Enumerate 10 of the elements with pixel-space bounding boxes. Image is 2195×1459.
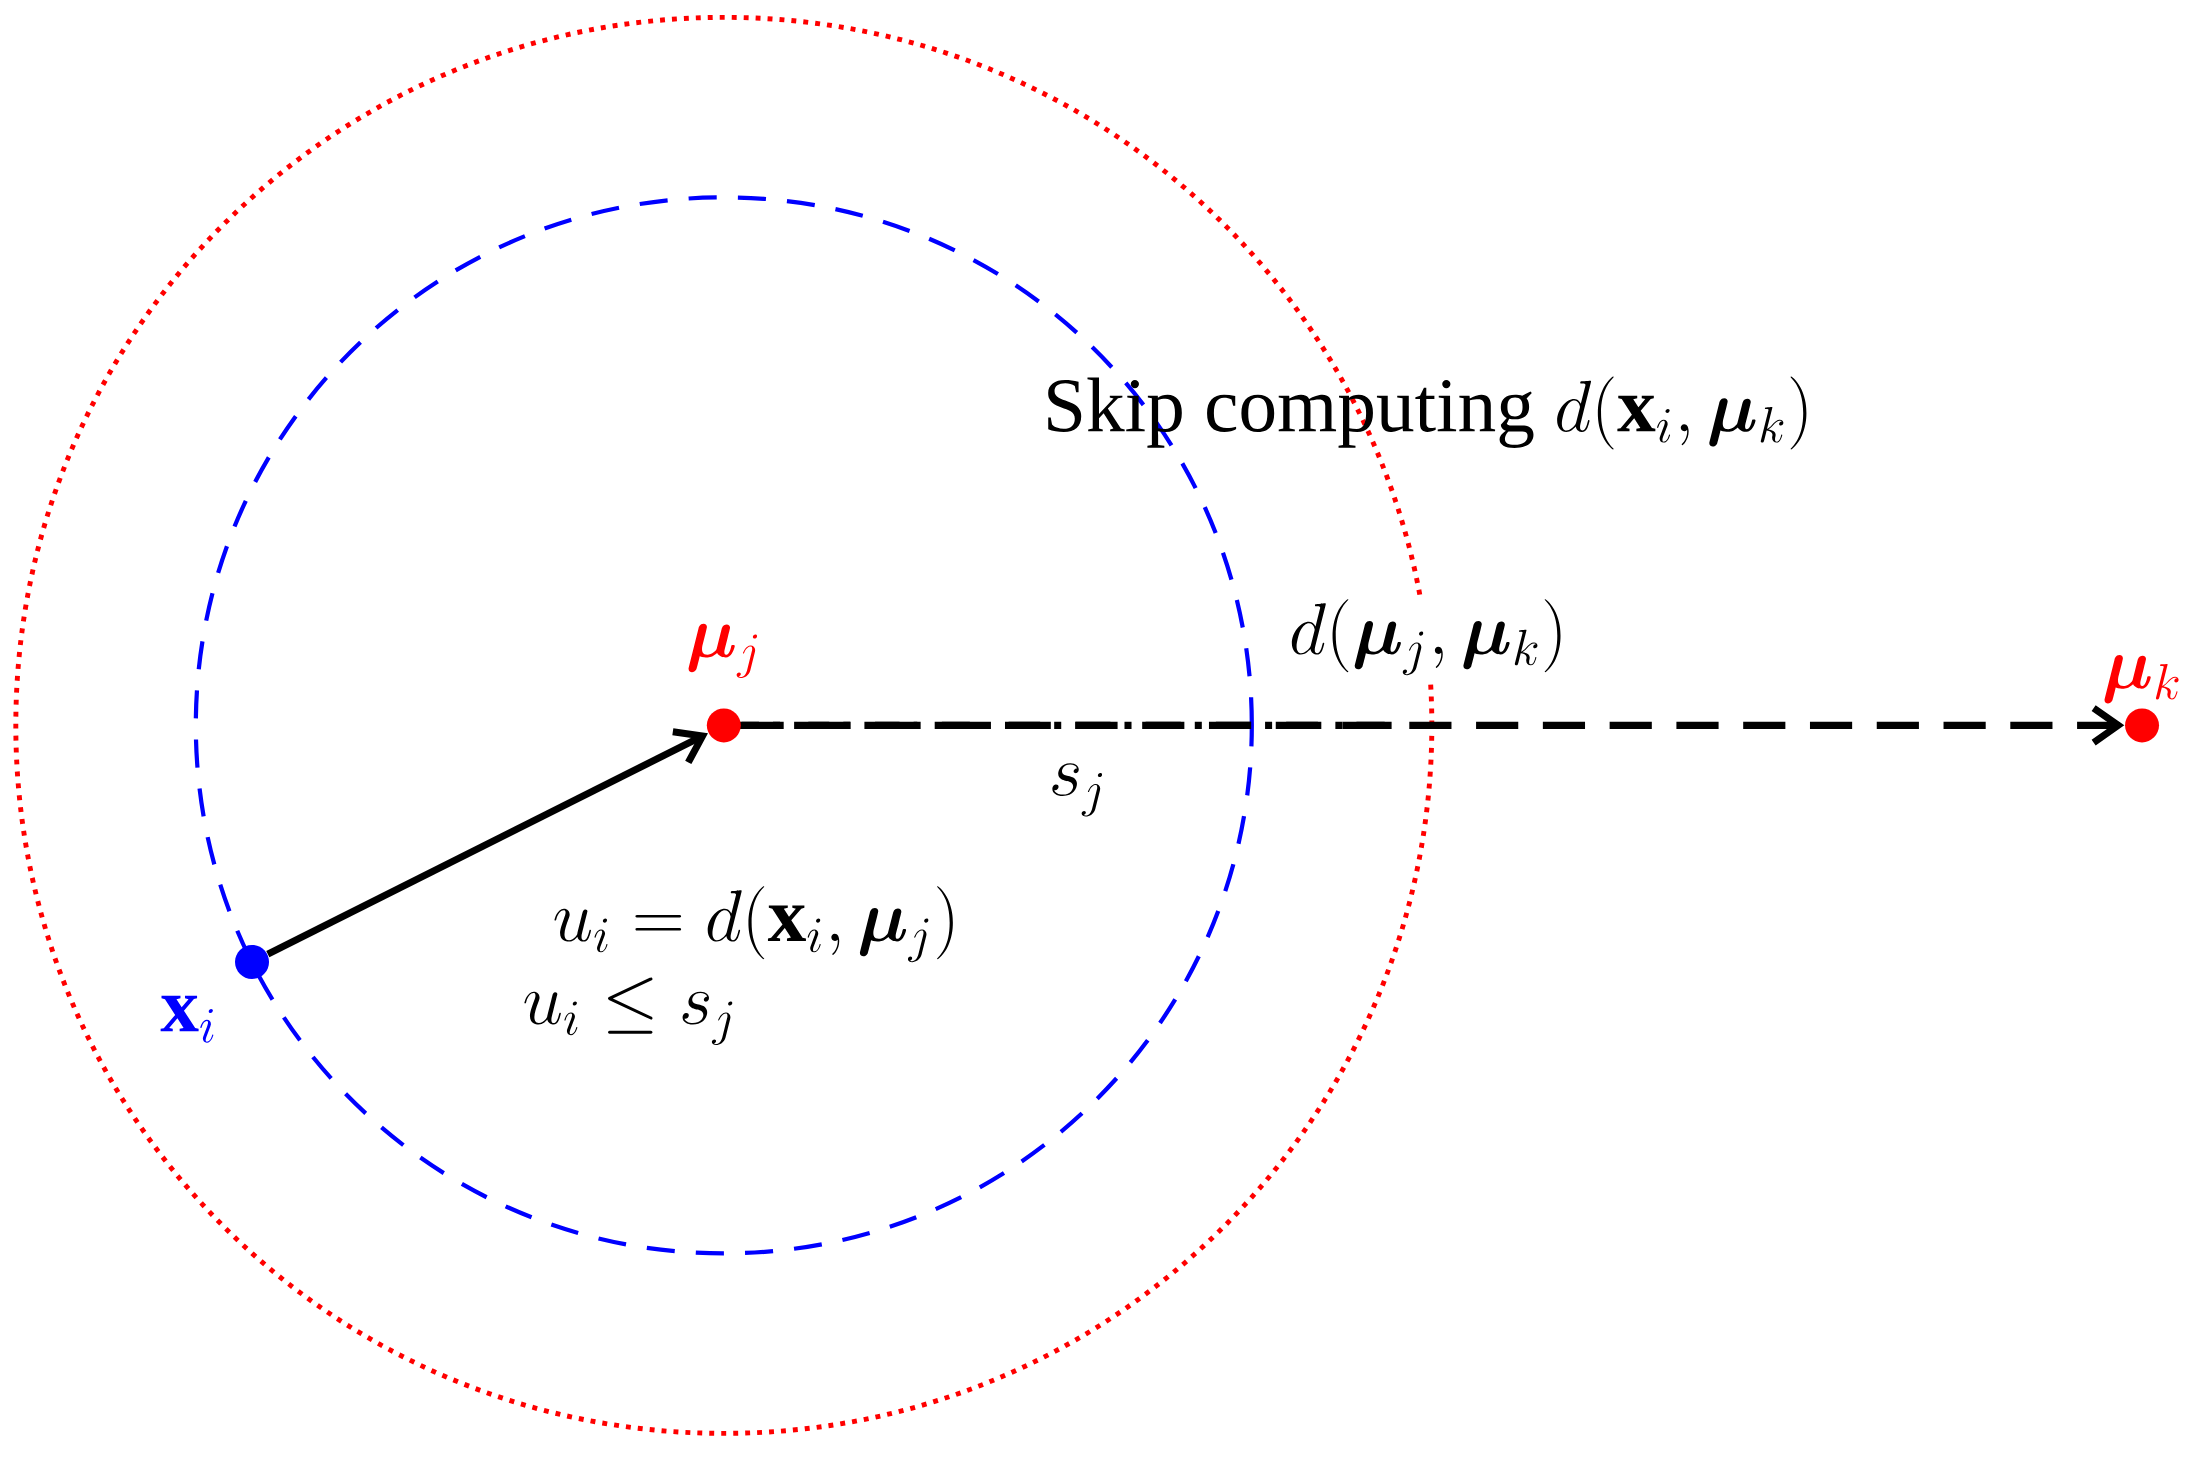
edge-label: $u_i = d(\mathbf{x}_i,\bm{\mu}_j)$ (549, 882, 963, 966)
math-label: $\text{Skip computing } d(\mathbf{x}_i,\bm{\mu}_k)$ (1048, 376, 1807, 450)
arrow (741, 705, 2125, 746)
arrow (266, 728, 708, 958)
math-label: $s_j$ (1052, 763, 1103, 817)
math-label: $u_i \leq s_j$ (524, 977, 733, 1045)
point-label: $\bm{\mu}_k$ (2104, 655, 2179, 704)
edge-label: $d(\bm{\mu}_j,\bm{\mu}_k)$ (1285, 595, 1571, 679)
point-label: $\mathbf{x}_i$ (160, 995, 214, 1043)
point-label: $\bm{\mu}_j$ (688, 623, 758, 678)
